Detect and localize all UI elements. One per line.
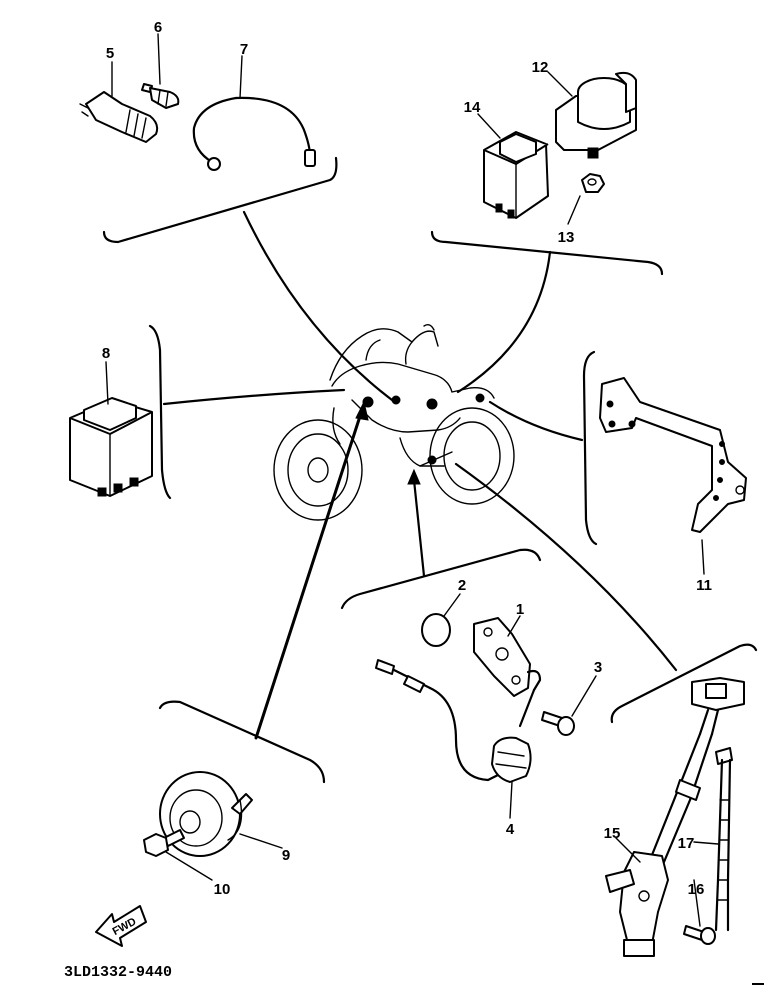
- callout-9: 9: [282, 847, 290, 864]
- group-bracket-right: [582, 350, 598, 546]
- callout-13: 13: [558, 229, 575, 246]
- callout-3: 3: [594, 659, 602, 676]
- part-3-screw: [541, 711, 575, 736]
- callout-5: 5: [106, 45, 114, 62]
- leader-line-bottom-middle: [412, 478, 426, 578]
- motorcycle-outline: [273, 323, 515, 521]
- group-bracket-bottom-right: [610, 643, 758, 724]
- part-11-bracket: [599, 377, 747, 533]
- callout-leaders: [105, 33, 719, 927]
- group-bracket-top-left: [102, 156, 338, 244]
- leader-line-top-left: [242, 210, 394, 402]
- group-bracket-top-right: [430, 230, 664, 276]
- callout-16: 16: [688, 881, 705, 898]
- corner-mark: [752, 983, 764, 985]
- callout-4: 4: [506, 821, 515, 838]
- group-bracket-bottom-middle: [340, 548, 542, 610]
- callout-12: 12: [532, 59, 549, 76]
- leader-line-right: [488, 400, 584, 442]
- callout-11: 11: [696, 577, 712, 594]
- catalog-code: 3LD1332-9440: [64, 964, 172, 981]
- part-7-lead-wire: [192, 96, 316, 171]
- part-2-o-ring: [421, 613, 451, 647]
- part-6-sensor: [141, 83, 180, 109]
- leader-line-bottom-left: [254, 408, 364, 740]
- part-15-17-sidestand-switch: [605, 677, 745, 957]
- callout-8: 8: [102, 345, 110, 362]
- part-13-nut: [581, 173, 605, 193]
- leader-line-left: [162, 388, 346, 406]
- leader-line-top-right: [456, 250, 552, 394]
- part-10-bolt: [143, 829, 185, 857]
- arrowhead-bottom-middle: [407, 468, 421, 485]
- callout-14: 14: [464, 99, 481, 116]
- callout-1: 1: [516, 601, 524, 618]
- callout-17: 17: [678, 835, 695, 852]
- part-14-flasher-relay: [483, 131, 549, 219]
- callout-10: 10: [214, 881, 231, 898]
- callout-15: 15: [604, 825, 621, 842]
- part-1-sensor-plate: [473, 617, 542, 697]
- callout-6: 6: [154, 19, 162, 36]
- part-4-sensor-lead: [375, 659, 536, 783]
- part-8-relay-box: [69, 397, 153, 497]
- group-bracket-left: [148, 324, 172, 500]
- leader-line-bottom-right: [454, 462, 678, 672]
- callout-2: 2: [458, 577, 466, 594]
- group-bracket-bottom-left: [158, 700, 326, 784]
- part-12-relay: [555, 71, 637, 159]
- callout-7: 7: [240, 41, 248, 58]
- fwd-arrow-icon: FWD: [95, 905, 147, 947]
- part-5-switch: [79, 91, 159, 143]
